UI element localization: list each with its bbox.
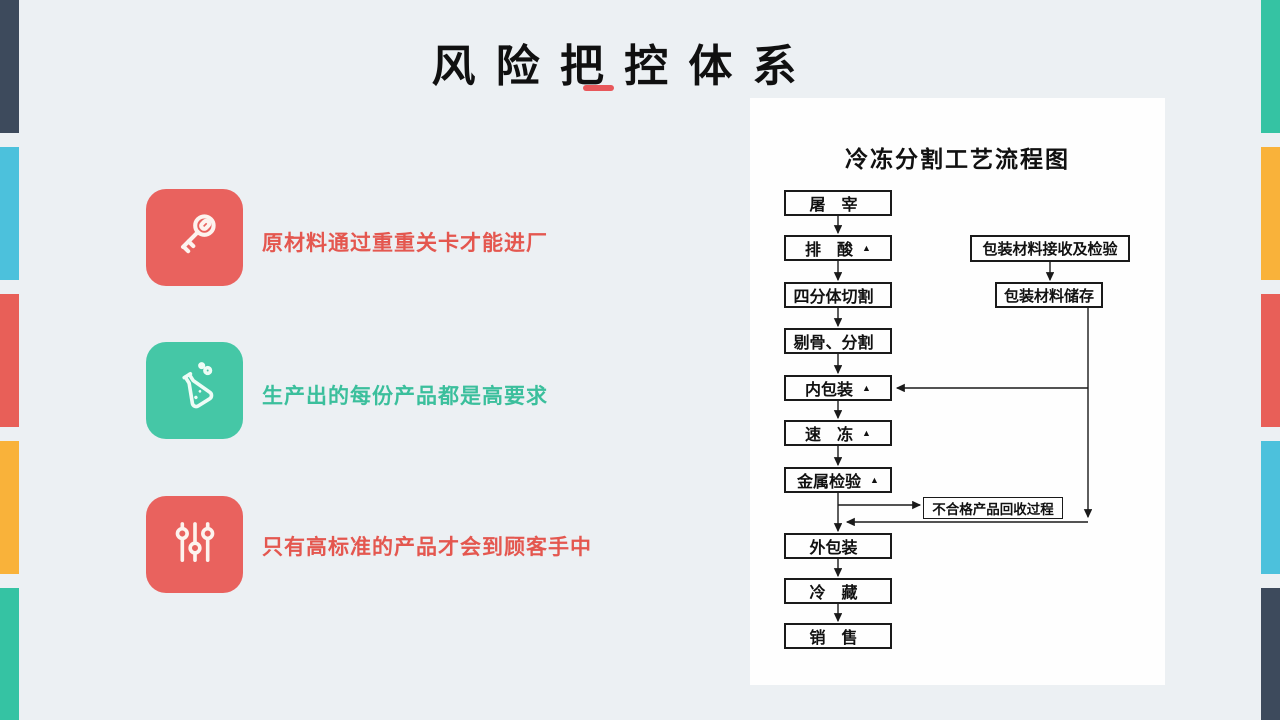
edge-bar [0,441,19,574]
flow-step-quick-freeze: 速 冻▲ [784,420,892,446]
flow-step-packaging-receiving: 包装材料接收及检验 [970,235,1130,262]
ccp-marker: ▲ [870,474,879,485]
point-tile-quality [146,342,243,439]
edge-bar [0,588,19,720]
flow-step-metal-inspection: 金属检验▲ [784,467,892,493]
ccp-marker: ▲ [862,382,871,393]
flow-step-packaging-storage: 包装材料储存 [995,282,1103,308]
key-icon [166,206,224,269]
point-text: 生产出的每份产品都是高要求 [262,385,548,408]
edge-bar [0,294,19,427]
page-title: 风 险 把 控 体 系 [431,42,801,91]
sliders-icon [166,513,224,576]
flow-step-nonconforming-recall: 不合格产品回收过程 [923,497,1063,519]
flow-step-sales: 销 售 [784,623,892,649]
ccp-marker: ▲ [862,242,871,253]
point-text: 只有高标准的产品才会到顾客手中 [262,536,592,559]
flow-step-acid-discharge: 排 酸▲ [784,235,892,261]
edge-bar [1261,294,1280,427]
edge-bar [1261,147,1280,280]
flask-icon [166,359,224,422]
flowchart-card: 冷冻分割工艺流程图 屠 宰 排 酸▲ [750,98,1165,685]
flow-step-outer-packaging: 外包装 [784,533,892,559]
flowchart-title: 冷冻分割工艺流程图 [845,147,1070,172]
flow-step-cold-storage: 冷 藏 [784,578,892,604]
edge-bar [0,147,19,280]
title-underline [583,85,614,91]
edge-bar [1261,588,1280,720]
flow-step-inner-packaging: 内包装▲ [784,375,892,401]
flow-step-slaughter: 屠 宰 [784,190,892,216]
flowchart-connectors [833,216,1093,623]
edge-bar [1261,0,1280,133]
edge-bar [1261,441,1280,574]
point-tile-materials [146,189,243,286]
flow-step-deboning: 剔骨、分割 [784,328,892,354]
flow-step-quarter-cutting: 四分体切割 [784,282,892,308]
point-tile-standard [146,496,243,593]
edge-bar [0,0,19,133]
point-text: 原材料通过重重关卡才能进厂 [262,232,548,255]
ccp-marker: ▲ [862,427,871,438]
